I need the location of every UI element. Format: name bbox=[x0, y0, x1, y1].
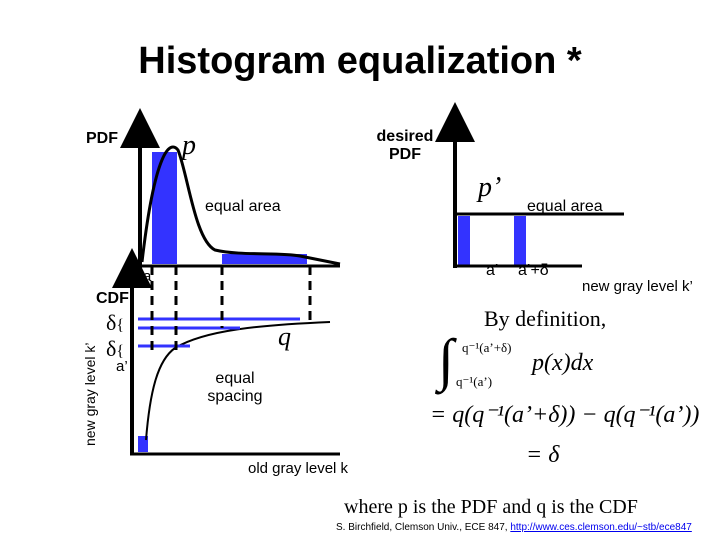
desired-pdf-label-line1: desired bbox=[376, 128, 434, 145]
footer-link[interactable]: http://www.ces.clemson.edu/~stb/ece847 bbox=[510, 522, 692, 533]
a-prime-axis-label: a’ bbox=[486, 262, 499, 279]
equal-area-left-label: equal area bbox=[205, 198, 281, 215]
footer: S. Birchfield, Clemson Univ., ECE 847, h… bbox=[336, 522, 692, 533]
cdf-base-bar bbox=[138, 436, 148, 452]
desired-pdf-bar-2 bbox=[514, 216, 526, 266]
a-label: a bbox=[143, 268, 152, 285]
desired-pdf-label-line2: PDF bbox=[389, 146, 421, 163]
equal-spacing-label: equal spacing bbox=[200, 370, 270, 406]
pdf-label: PDF bbox=[86, 130, 118, 147]
a-prime-cdf-label: a’ bbox=[116, 358, 128, 375]
equal-spacing-line2: spacing bbox=[207, 388, 263, 405]
q-label: q bbox=[278, 322, 291, 351]
delta-bottom-text: δ bbox=[106, 336, 117, 361]
pdf-bar bbox=[152, 152, 177, 264]
cdf-label: CDF bbox=[96, 290, 129, 307]
pdf-curve bbox=[140, 145, 341, 266]
page-title: Histogram equalization * bbox=[138, 40, 582, 82]
equal-area-right-label: equal area bbox=[527, 198, 603, 215]
dashed-guides bbox=[150, 266, 312, 350]
pdf-plot bbox=[120, 108, 341, 268]
by-definition-text: By definition, bbox=[484, 306, 607, 331]
new-gray-level-right-label: new gray level k’ bbox=[582, 278, 693, 295]
desired-pdf-plot bbox=[435, 102, 624, 268]
integral-sign: ∫ bbox=[438, 327, 454, 392]
delta-bottom-bracket: { bbox=[116, 343, 125, 360]
new-gray-level-vertical-label: new gray level k’ bbox=[82, 342, 98, 447]
delta-top-text: δ bbox=[106, 310, 117, 335]
integral-lower-limit: q⁻¹(a’) bbox=[456, 374, 493, 389]
integral-upper-limit: q⁻¹(a’+δ) bbox=[462, 340, 512, 355]
equation-line-2: = q(q⁻¹(a’+δ)) − q(q⁻¹(a’)) bbox=[430, 402, 700, 428]
equation-line-3: = δ bbox=[526, 442, 560, 468]
footer-text: S. Birchfield, Clemson Univ., ECE 847, bbox=[336, 522, 511, 533]
delta-top-label: δ{ bbox=[106, 310, 124, 336]
delta-bottom-label: δ{ bbox=[106, 336, 124, 362]
caption: where p is the PDF and q is the CDF bbox=[344, 496, 638, 518]
desired-pdf-label: desired PDF bbox=[370, 128, 440, 164]
p-prime-label: p’ bbox=[478, 172, 502, 203]
pdf-equal-area-bar bbox=[222, 254, 307, 264]
old-gray-level-label: old gray level k bbox=[248, 460, 349, 477]
a-prime-plus-delta-label: a’+δ bbox=[518, 262, 549, 279]
desired-pdf-bar-1 bbox=[458, 216, 470, 266]
integrand: p(x)dx bbox=[532, 350, 594, 376]
p-label: p bbox=[182, 130, 196, 161]
delta-top-bracket: { bbox=[116, 317, 125, 334]
equal-spacing-line1: equal bbox=[215, 370, 255, 387]
